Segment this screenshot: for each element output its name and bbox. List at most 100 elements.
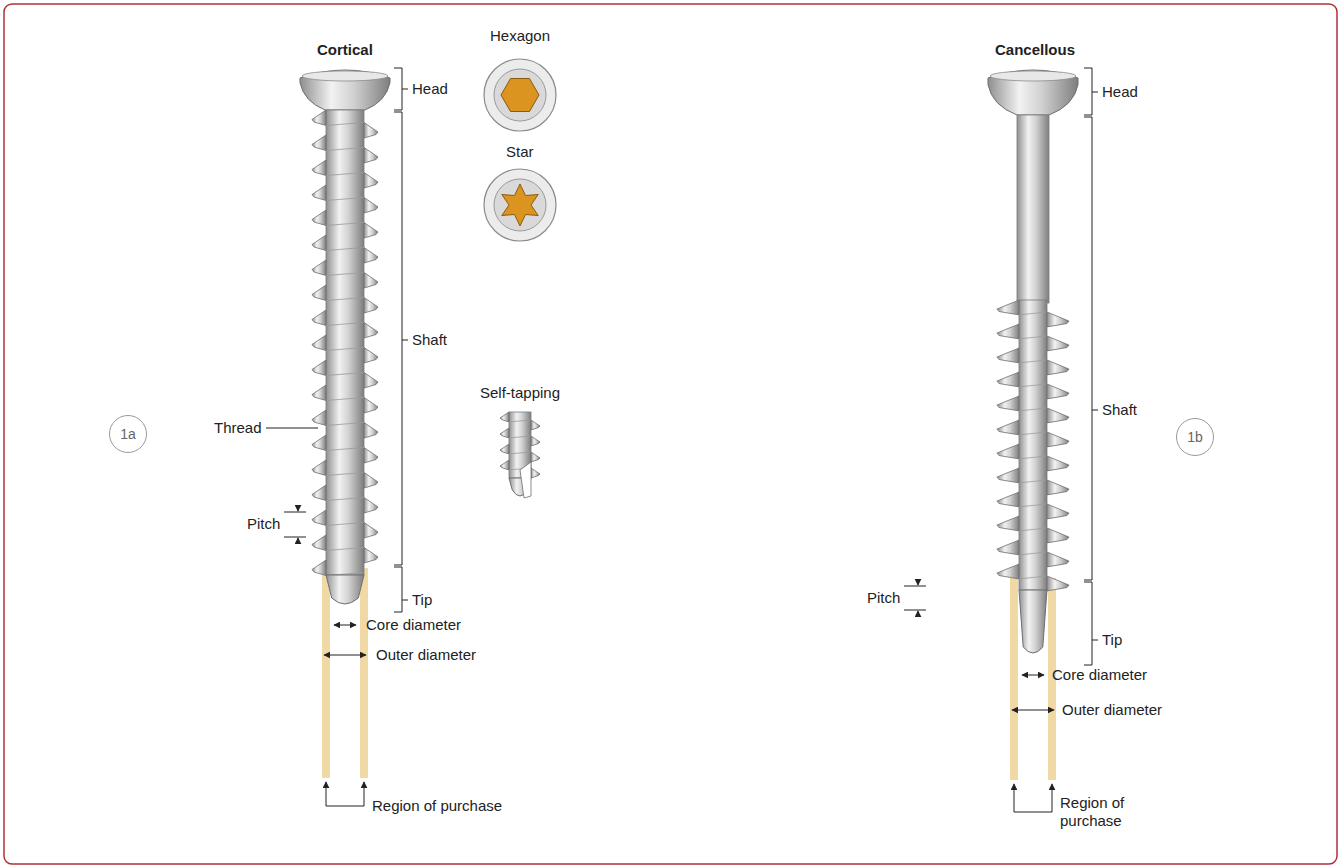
- thread-helix: [509, 452, 531, 454]
- thread-tooth: [312, 210, 326, 226]
- part-label: Self-tapping: [480, 384, 560, 402]
- thread-tooth: [997, 540, 1019, 555]
- thread-tooth: [364, 548, 378, 564]
- part-label: Shaft: [1102, 401, 1137, 419]
- thread-tooth: [364, 173, 378, 189]
- thread-helix: [1019, 432, 1047, 435]
- part-label: Tip: [412, 591, 432, 609]
- thread-helix: [509, 420, 531, 422]
- thread-helix: [1019, 480, 1047, 483]
- thread-helix: [326, 398, 364, 401]
- head-top: [990, 71, 1076, 81]
- part-label: Hexagon: [490, 27, 550, 45]
- thread-tooth: [312, 285, 326, 301]
- thread-tooth: [997, 564, 1019, 579]
- thread-tooth: [997, 348, 1019, 363]
- thread-helix: [1019, 408, 1047, 411]
- thread-helix: [326, 223, 364, 226]
- dimension-lines: [266, 68, 1098, 812]
- thread-helix: [1019, 552, 1047, 555]
- part-label: Outer diameter: [1062, 701, 1162, 719]
- thread-tooth: [364, 273, 378, 289]
- drive-head-outline: [484, 169, 556, 241]
- screw-head: [300, 70, 390, 110]
- thread-tooth: [1047, 432, 1069, 447]
- part-label: Core diameter: [1052, 666, 1147, 684]
- thread-tooth: [312, 235, 326, 251]
- thread-tooth: [364, 523, 378, 539]
- head-top: [302, 71, 388, 81]
- screw-head: [988, 70, 1078, 115]
- thread-tooth: [364, 148, 378, 164]
- thread-tooth: [364, 448, 378, 464]
- thread-tooth: [312, 260, 326, 276]
- thread-helix: [326, 348, 364, 351]
- thread-tooth: [1047, 504, 1069, 519]
- screw-core: [326, 110, 364, 575]
- star-socket: [502, 184, 538, 226]
- thread-helix: [326, 473, 364, 476]
- thread-helix: [326, 198, 364, 201]
- part-label: Pitch: [867, 589, 900, 607]
- part-label: Region of purchase: [372, 797, 502, 815]
- thread-helix: [326, 448, 364, 451]
- part-label: Outer diameter: [376, 646, 476, 664]
- thread-tooth: [997, 516, 1019, 531]
- thread-tooth: [312, 535, 326, 551]
- screw-tip: [326, 575, 364, 604]
- thread-tooth: [997, 420, 1019, 435]
- thread-tooth: [1047, 456, 1069, 471]
- thread-tooth: [364, 398, 378, 414]
- thread-tooth: [531, 420, 540, 430]
- frame: [4, 4, 1337, 864]
- thread-tooth: [997, 492, 1019, 507]
- thread-helix: [1019, 528, 1047, 531]
- thread-tooth: [312, 310, 326, 326]
- callout-number: 1a: [120, 426, 136, 442]
- thread-tooth: [997, 324, 1019, 339]
- thread-tooth: [1047, 360, 1069, 375]
- thread-helix: [326, 548, 364, 551]
- thread-tooth: [1047, 312, 1069, 327]
- drive-recess-ring: [494, 69, 546, 121]
- hexagon-socket: [501, 79, 539, 112]
- thread-helix: [1019, 504, 1047, 507]
- thread-tooth: [997, 372, 1019, 387]
- thread-tooth: [364, 123, 378, 139]
- thread-tooth: [364, 373, 378, 389]
- thread-tooth: [364, 498, 378, 514]
- thread-tooth: [364, 223, 378, 239]
- thread-tooth: [1047, 336, 1069, 351]
- thread-tooth: [312, 335, 326, 351]
- callout-circle: 1b: [1176, 418, 1214, 456]
- thread-helix: [326, 273, 364, 276]
- thread-helix: [326, 173, 364, 176]
- thread-tooth: [312, 460, 326, 476]
- thread-tooth: [1047, 528, 1069, 543]
- drive-heads: [484, 59, 556, 241]
- drive-head-outline: [484, 59, 556, 131]
- part-label: Pitch: [247, 515, 280, 533]
- screw-type-title: Cancellous: [995, 41, 1075, 59]
- thread-helix: [326, 373, 364, 376]
- thread-tooth: [500, 460, 509, 470]
- thread-tooth: [500, 428, 509, 438]
- thread-helix: [1019, 360, 1047, 363]
- thread-tooth: [312, 110, 326, 126]
- thread-tooth: [312, 185, 326, 201]
- thread-tooth: [312, 135, 326, 151]
- thread-helix: [1019, 336, 1047, 339]
- thread-tooth: [531, 468, 540, 478]
- thread-helix: [326, 323, 364, 326]
- part-label: Head: [1102, 83, 1138, 101]
- screw-core: [1019, 300, 1047, 590]
- thread-tooth: [364, 473, 378, 489]
- thread-tooth: [531, 436, 540, 446]
- thread-tooth: [364, 323, 378, 339]
- smooth-shank: [1017, 115, 1049, 303]
- thread-tooth: [1047, 576, 1069, 591]
- thread-tooth: [1047, 408, 1069, 423]
- thread-tooth: [312, 485, 326, 501]
- thread-tooth: [997, 444, 1019, 459]
